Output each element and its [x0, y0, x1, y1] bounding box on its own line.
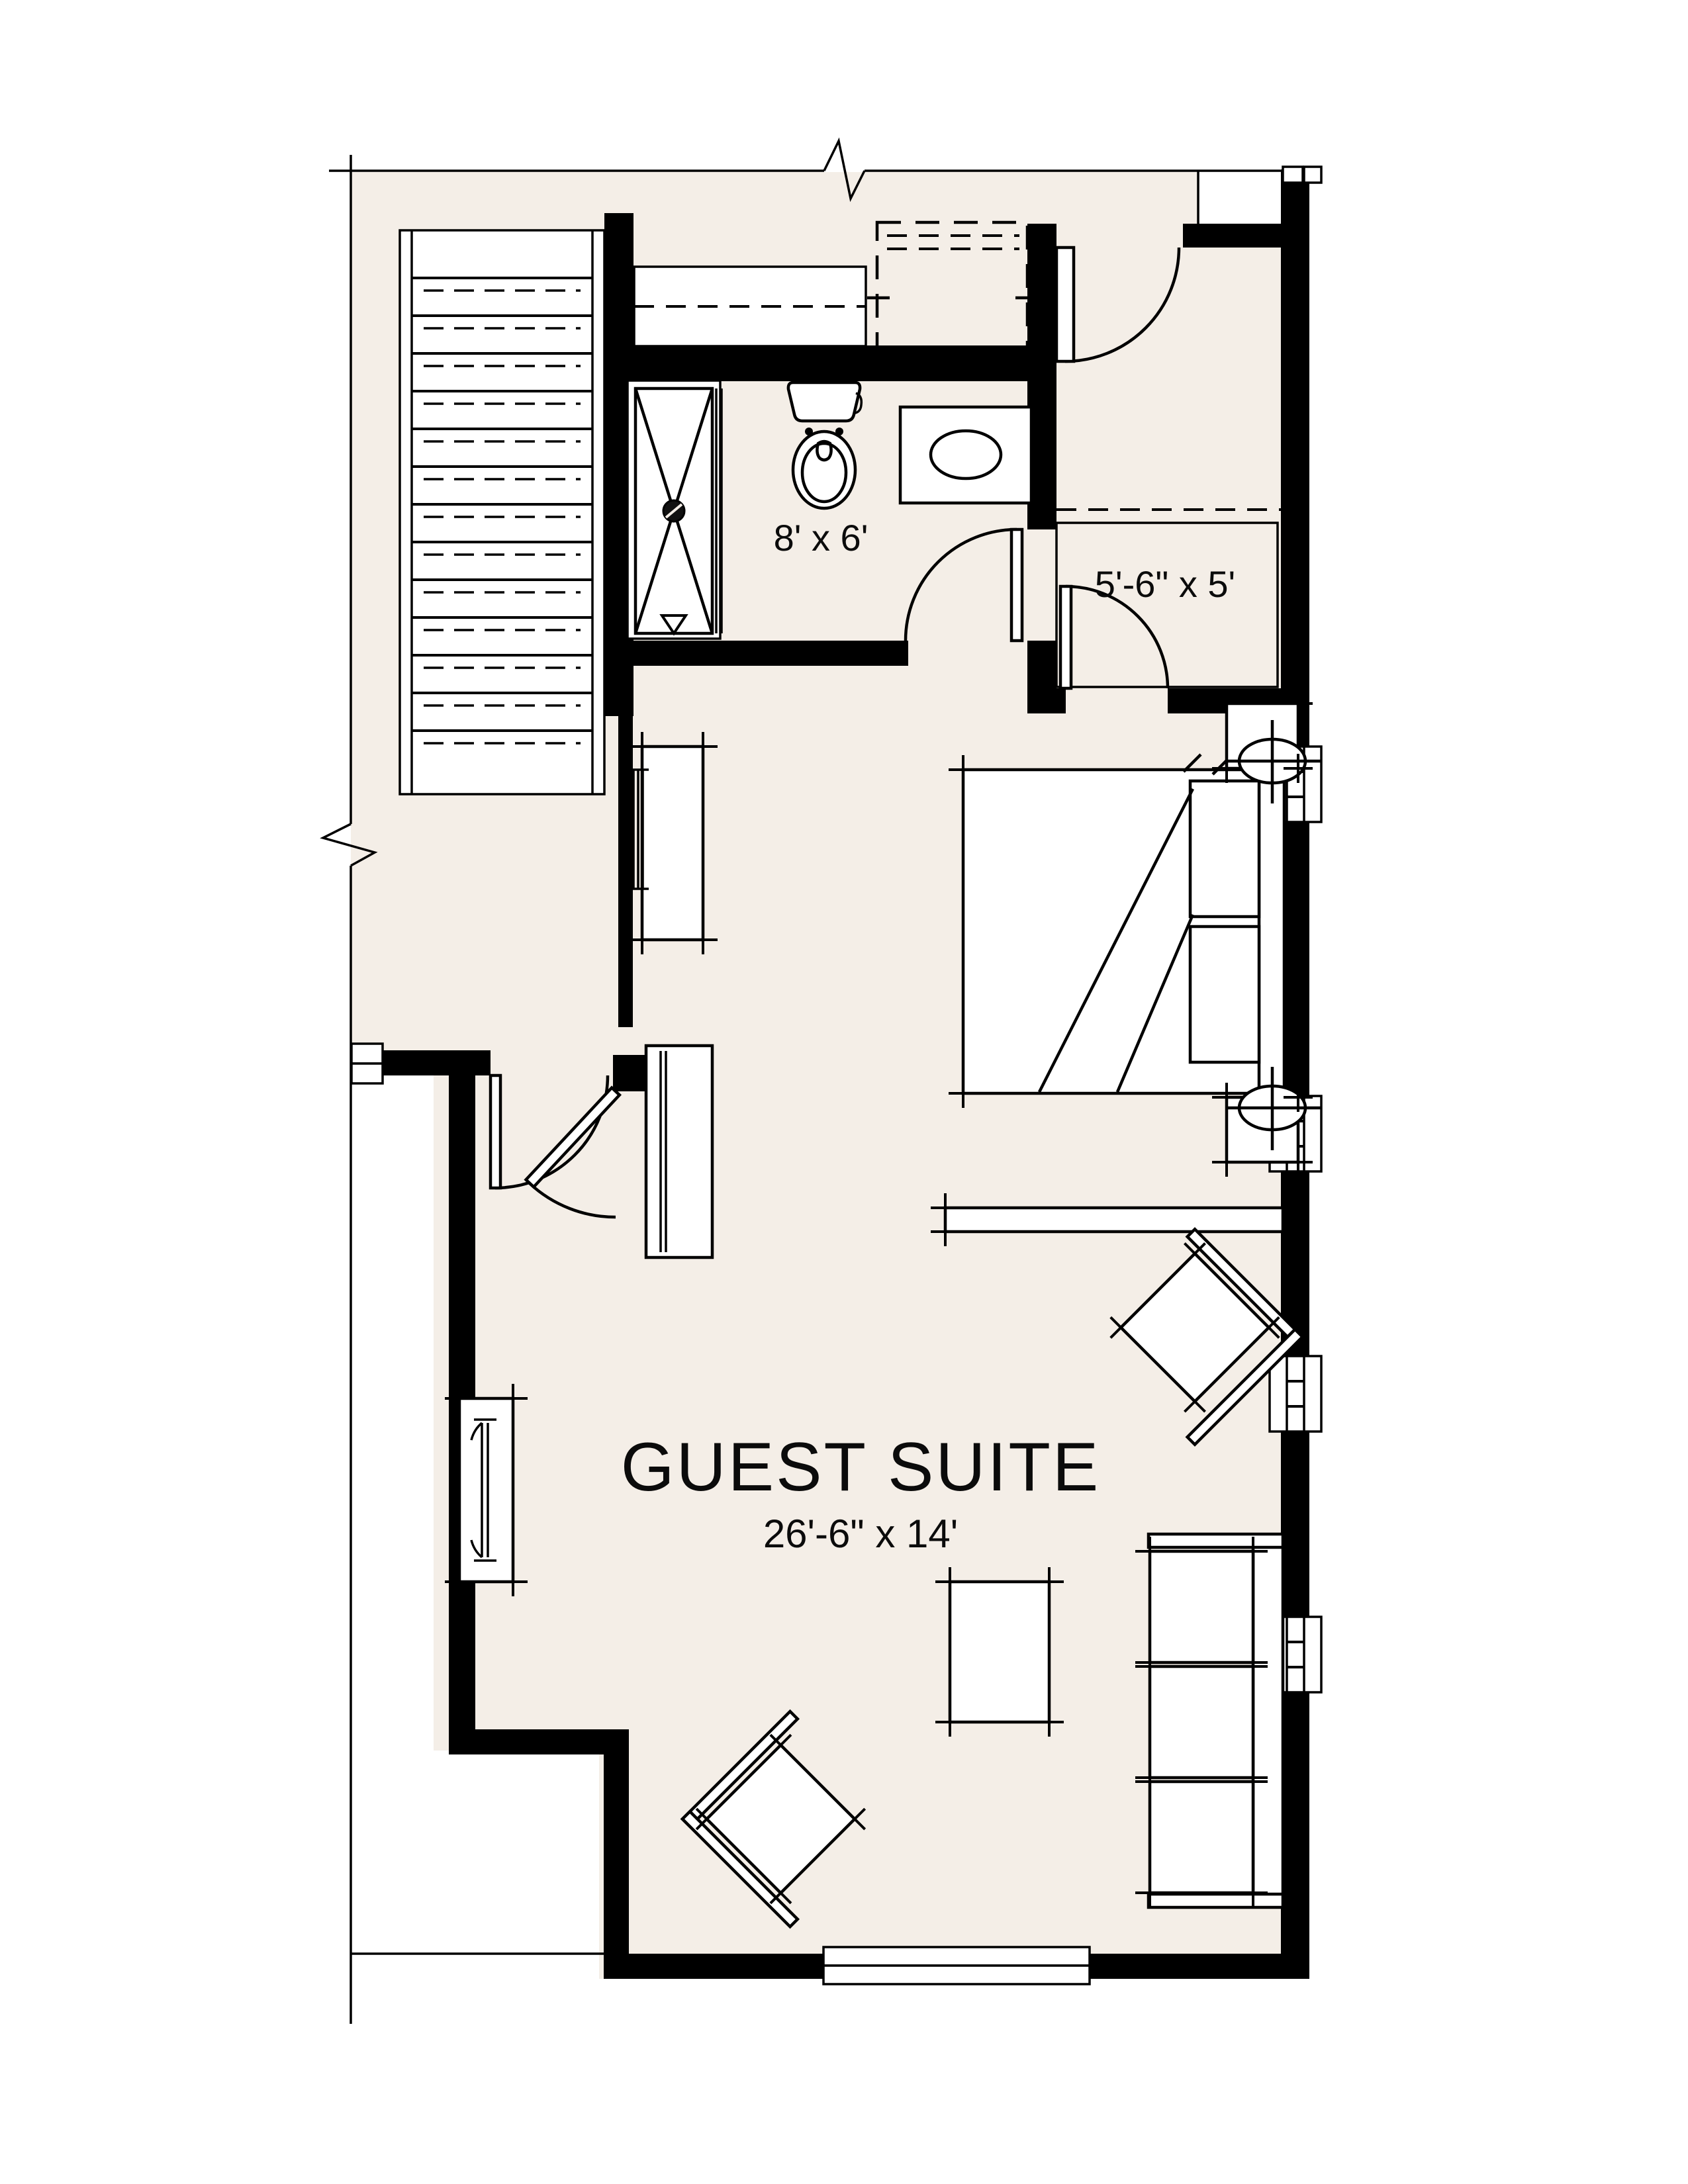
armchair-right	[1109, 1227, 1305, 1447]
entry-cabinet	[644, 1044, 714, 1259]
closet	[1055, 508, 1291, 690]
stair-treads	[412, 277, 592, 745]
appliance-dashed-outline	[867, 220, 1038, 371]
wall-closet-bottom-a	[1027, 688, 1066, 713]
entry-window	[350, 1042, 384, 1085]
bed-pillow-2	[1188, 925, 1261, 1064]
hall-door	[1055, 246, 1181, 363]
nightstand-bottom	[1212, 1067, 1321, 1177]
wall-bath-north	[604, 345, 1036, 381]
room-label-guest-suite: GUEST SUITE	[621, 1429, 1101, 1506]
right-wall-top-vents	[1282, 165, 1323, 184]
sofa-back	[1251, 1539, 1285, 1900]
console-table	[445, 1384, 528, 1596]
vanity-sink	[898, 405, 1033, 505]
sofa-arm-bottom	[1147, 1892, 1285, 1909]
sofa-cushion	[1148, 1549, 1255, 1664]
lamp-icon	[1226, 720, 1321, 803]
sofa-arm-top	[1147, 1532, 1285, 1549]
coffee-table	[935, 1567, 1064, 1737]
bed	[949, 753, 1299, 1108]
window-right-3	[1268, 1355, 1323, 1433]
bathroom-door	[904, 527, 1024, 643]
bed-headboard	[1257, 762, 1286, 1101]
wall-stairs-right-lower	[618, 716, 633, 1027]
window-bottom	[822, 1946, 1091, 1985]
shower-icon	[626, 379, 723, 640]
wall-step-vertical	[604, 1729, 629, 1979]
closet-dims-label: 5'-6" x 5'	[1095, 563, 1235, 605]
sink-basin-icon	[929, 429, 1003, 480]
closet-door	[1058, 584, 1170, 690]
wall-entry-stub	[613, 1055, 647, 1091]
nightstand-top	[1212, 689, 1321, 803]
wall-ledge	[931, 1193, 1297, 1246]
bath-dims-label: 8' x 6'	[774, 517, 868, 559]
toilet-icon	[786, 381, 863, 510]
wall-step-horizontal	[449, 1729, 629, 1754]
sofa-cushion	[1148, 1664, 1255, 1780]
bed-pillow-1	[1188, 779, 1261, 919]
stairs	[399, 229, 606, 796]
property-line-top	[329, 137, 1291, 225]
sofa-cushion	[1148, 1780, 1255, 1895]
wall-bottom-b	[1081, 1954, 1309, 1979]
wall-bottom-a	[604, 1954, 832, 1979]
room-dims-guest-suite: 26'-6" x 14'	[763, 1512, 958, 1556]
entry-door	[350, 1042, 622, 1219]
wall-bath-south	[604, 641, 908, 666]
dresser	[626, 732, 718, 954]
sofa	[1135, 1532, 1285, 1909]
armchair-bottom	[680, 1709, 867, 1929]
bathroom	[626, 379, 1033, 643]
upper-closet	[633, 265, 867, 347]
